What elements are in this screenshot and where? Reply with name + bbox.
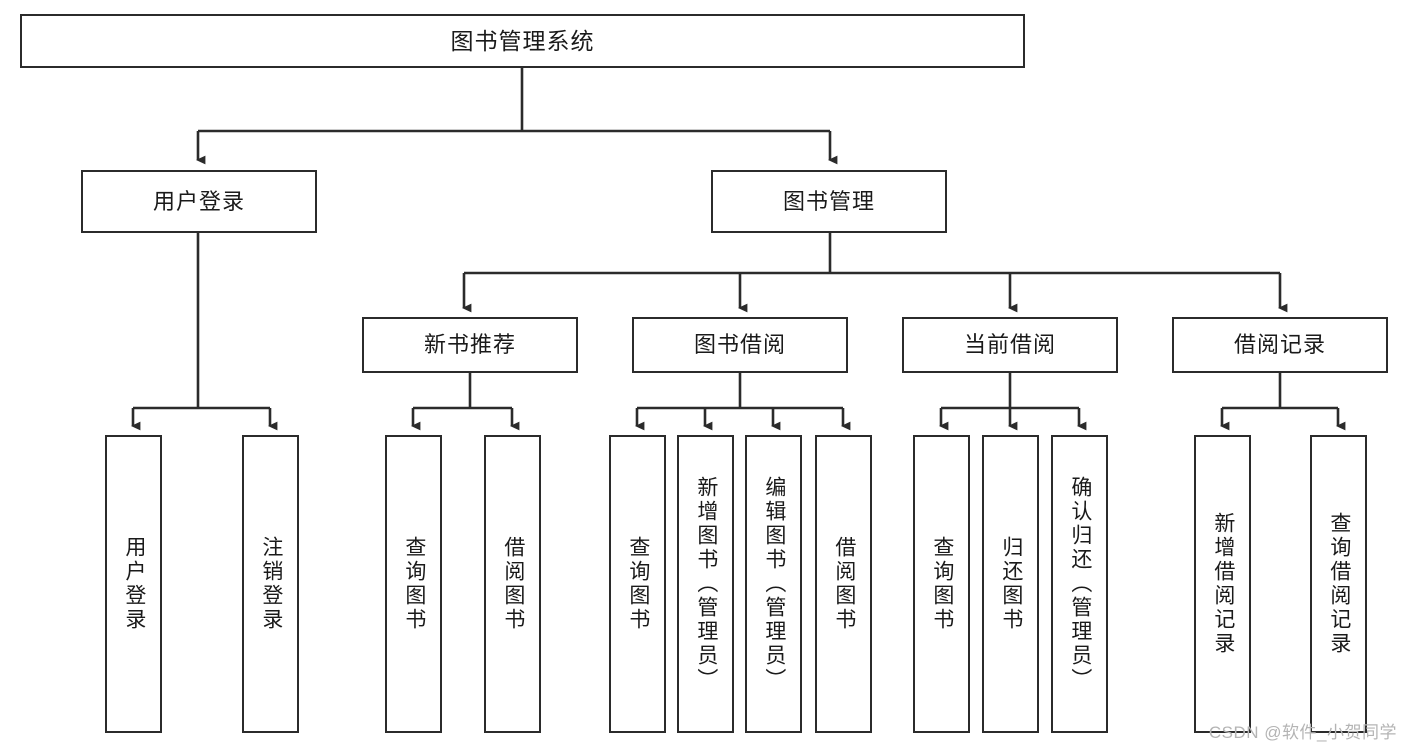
node-book-borrow[interactable]: 图书借阅 — [632, 317, 848, 373]
node-leaf-add-book[interactable]: 新增图书（管理员） — [677, 435, 734, 733]
node-root-label: 图书管理系统 — [450, 27, 595, 54]
node-leaf-confirm-return-label: 确认归还（管理员） — [1068, 476, 1092, 692]
node-leaf-edit-book-label: 编辑图书（管理员） — [762, 476, 786, 692]
node-leaf-return-book[interactable]: 归还图书 — [982, 435, 1039, 733]
watermark: CSDN @软件_小贺同学 — [1208, 723, 1397, 742]
node-leaf-query-book-2[interactable]: 查询图书 — [609, 435, 666, 733]
node-leaf-query-book-1-label: 查询图书 — [402, 536, 426, 632]
node-leaf-user-login-label: 用户登录 — [122, 536, 146, 632]
node-leaf-query-record-label: 查询借阅记录 — [1327, 512, 1351, 656]
node-leaf-add-record-label: 新增借阅记录 — [1211, 512, 1235, 656]
node-leaf-add-book-label: 新增图书（管理员） — [694, 476, 718, 692]
node-book-manage-label: 图书管理 — [782, 188, 875, 214]
node-leaf-edit-book[interactable]: 编辑图书（管理员） — [745, 435, 802, 733]
node-leaf-borrow-book-1[interactable]: 借阅图书 — [484, 435, 541, 733]
node-new-book-rec[interactable]: 新书推荐 — [362, 317, 578, 373]
node-book-borrow-label: 图书借阅 — [693, 332, 786, 357]
node-borrow-record-label: 借阅记录 — [1233, 332, 1326, 357]
node-leaf-logout[interactable]: 注销登录 — [242, 435, 299, 733]
node-leaf-add-record[interactable]: 新增借阅记录 — [1194, 435, 1251, 733]
node-user-login-label: 用户登录 — [152, 188, 245, 214]
node-leaf-query-book-1[interactable]: 查询图书 — [385, 435, 442, 733]
node-leaf-confirm-return[interactable]: 确认归还（管理员） — [1051, 435, 1108, 733]
node-leaf-user-login[interactable]: 用户登录 — [105, 435, 162, 733]
node-leaf-query-book-3-label: 查询图书 — [930, 536, 954, 632]
node-user-login[interactable]: 用户登录 — [81, 170, 317, 233]
node-current-borrow-label: 当前借阅 — [963, 332, 1056, 357]
node-leaf-borrow-book-2-label: 借阅图书 — [832, 536, 856, 632]
node-current-borrow[interactable]: 当前借阅 — [902, 317, 1118, 373]
node-borrow-record[interactable]: 借阅记录 — [1172, 317, 1388, 373]
node-root[interactable]: 图书管理系统 — [20, 14, 1025, 68]
node-book-manage[interactable]: 图书管理 — [711, 170, 947, 233]
node-leaf-return-book-label: 归还图书 — [999, 536, 1023, 632]
node-leaf-borrow-book-2[interactable]: 借阅图书 — [815, 435, 872, 733]
node-leaf-query-book-2-label: 查询图书 — [626, 536, 650, 632]
node-new-book-rec-label: 新书推荐 — [423, 332, 516, 357]
node-leaf-logout-label: 注销登录 — [259, 536, 283, 632]
node-leaf-borrow-book-1-label: 借阅图书 — [501, 536, 525, 632]
node-leaf-query-record[interactable]: 查询借阅记录 — [1310, 435, 1367, 733]
node-leaf-query-book-3[interactable]: 查询图书 — [913, 435, 970, 733]
